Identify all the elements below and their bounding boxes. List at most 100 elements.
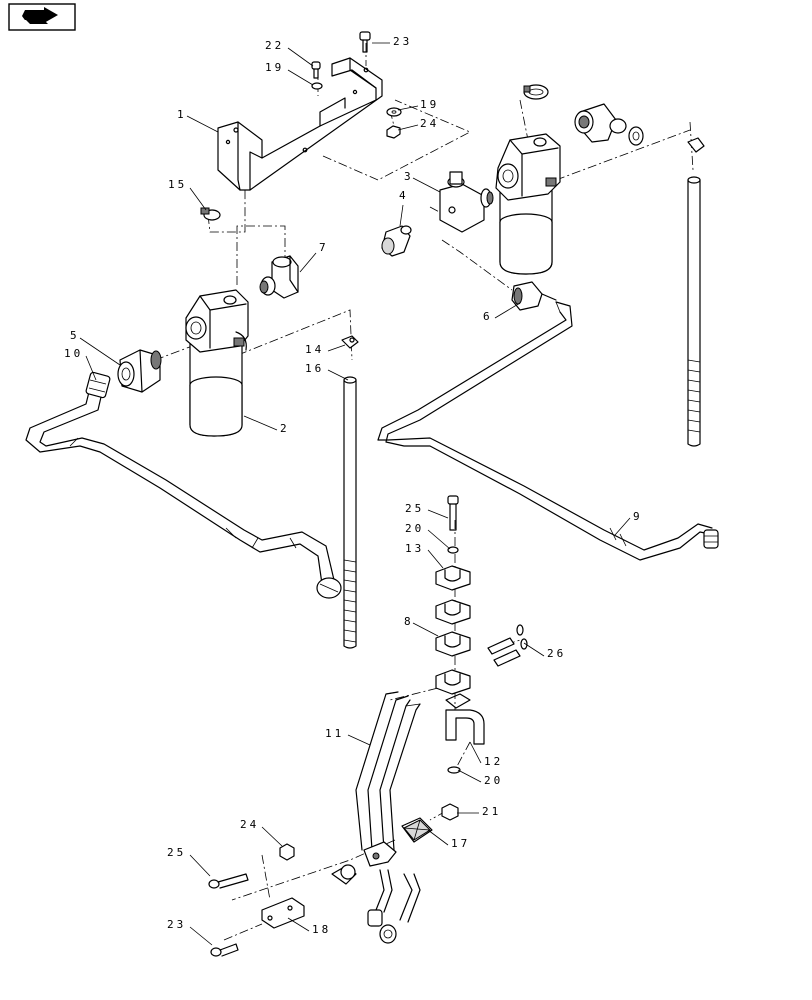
callout-leader-c-3 xyxy=(412,177,441,193)
callout-leader-c-12 xyxy=(469,741,482,764)
callout-label-c-19b: 19 xyxy=(420,98,439,111)
fitting-6 xyxy=(511,281,557,311)
callout-label-c-9: 9 xyxy=(633,510,643,523)
bolt-23-lower xyxy=(210,943,239,957)
callout-leader-c-15 xyxy=(189,187,207,211)
bolts-26 xyxy=(487,624,528,667)
callout-leader-c-24a xyxy=(397,124,419,131)
callout-leader-c-23b xyxy=(189,926,213,946)
clamp-top-right xyxy=(523,84,549,100)
callout-label-c-2: 2 xyxy=(280,422,290,435)
tube-11 xyxy=(355,691,421,851)
callout-leader-c-2 xyxy=(243,415,278,431)
callout-leader-c-19a xyxy=(287,69,314,86)
callout-leader-c-6 xyxy=(494,302,521,319)
clamp-15 xyxy=(200,207,221,221)
callout-label-c-20b: 20 xyxy=(484,774,503,787)
callout-leader-c-14 xyxy=(327,344,346,352)
callout-label-c-22a: 22 xyxy=(265,39,284,52)
tee-fitting-lower xyxy=(363,841,397,867)
fitting-3 xyxy=(439,171,494,233)
callout-label-c-17: 17 xyxy=(451,837,470,850)
callout-leader-c-13 xyxy=(427,549,444,569)
callout-leader-c-4 xyxy=(399,204,404,227)
callout-label-c-14: 14 xyxy=(305,343,324,356)
receiver-drier-left xyxy=(185,289,249,437)
callout-label-c-19a: 19 xyxy=(265,61,284,74)
forward-arrow-icon[interactable] xyxy=(8,3,76,31)
callout-label-c-25b: 25 xyxy=(167,846,186,859)
callout-leader-c-22a xyxy=(287,47,314,67)
callout-label-c-18: 18 xyxy=(312,923,331,936)
callout-label-c-23a: 23 xyxy=(393,35,412,48)
mounting-bracket xyxy=(217,57,383,191)
washer-19-right xyxy=(386,107,402,117)
callout-label-c-25a: 25 xyxy=(405,502,424,515)
callout-label-c-20a: 20 xyxy=(405,522,424,535)
callout-label-c-13: 13 xyxy=(405,542,424,555)
callout-leader-c-7 xyxy=(299,252,317,273)
washer-20-center xyxy=(447,546,459,554)
callout-label-c-3: 3 xyxy=(404,170,414,183)
callout-label-c-7: 7 xyxy=(319,241,329,254)
nut-24-lower xyxy=(279,843,295,861)
clip-14 xyxy=(341,335,359,349)
washer-19-left xyxy=(311,82,323,90)
bolt-25-lower xyxy=(208,873,249,889)
sleeve-lower xyxy=(331,864,357,885)
nut-24-top xyxy=(386,125,401,139)
callout-leader-c-16 xyxy=(327,369,349,381)
fitting-4-elbow xyxy=(381,225,412,257)
callout-label-c-24b: 24 xyxy=(240,818,259,831)
clamp-block-lower-8 xyxy=(435,631,471,657)
callout-label-c-8: 8 xyxy=(404,615,414,628)
callout-label-c-15: 15 xyxy=(168,178,187,191)
bracket-12 xyxy=(445,693,485,745)
callout-label-c-6: 6 xyxy=(483,310,493,323)
callout-leader-c-1 xyxy=(186,115,219,133)
block-17 xyxy=(401,817,433,843)
callout-leader-c-20b xyxy=(457,769,482,783)
callout-label-c-1: 1 xyxy=(177,108,187,121)
bolt-22 xyxy=(311,61,321,79)
callout-leader-c-9 xyxy=(614,517,631,536)
callout-leader-c-25b xyxy=(189,854,211,877)
receiver-drier-right xyxy=(495,133,561,275)
callout-leader-c-11 xyxy=(347,734,371,746)
clip-top-right xyxy=(687,137,705,153)
fitting-5 xyxy=(117,349,162,393)
nut-21 xyxy=(441,803,459,821)
bracket-18 xyxy=(261,897,305,929)
callout-label-c-24a: 24 xyxy=(420,117,439,130)
callout-label-c-4: 4 xyxy=(399,189,409,202)
bolt-25-center xyxy=(447,495,459,531)
callout-label-c-10: 10 xyxy=(64,347,83,360)
callout-leader-c-26 xyxy=(523,642,545,657)
callout-labels: 22 23 19 19 24 1 15 3 4 7 6 5 10 14 16 2 25 20 13 9 8 26 11 12 2… xyxy=(64,35,643,946)
callout-label-c-26: 26 xyxy=(547,647,566,660)
tube-right-vertical xyxy=(687,176,701,447)
callout-leader-c-24b xyxy=(261,826,283,847)
tube-9 xyxy=(377,301,719,561)
clamp-block-13 xyxy=(435,565,471,591)
callout-label-c-23b: 23 xyxy=(167,918,186,931)
elbow-fitting-top-right xyxy=(574,103,644,146)
hose-ends-lower xyxy=(367,869,421,944)
callout-leader-c-25a xyxy=(427,509,449,519)
callout-label-c-12: 12 xyxy=(484,755,503,768)
callout-leader-c-19b xyxy=(397,105,419,111)
callout-leader-c-5 xyxy=(79,337,121,366)
callout-leader-c-8 xyxy=(412,622,439,637)
callout-leader-c-20a xyxy=(427,529,451,550)
callout-label-c-16: 16 xyxy=(305,362,324,375)
clamp-block-base xyxy=(435,669,471,695)
callout-label-c-5: 5 xyxy=(70,329,80,342)
callout-label-c-21: 21 xyxy=(482,805,501,818)
callout-label-c-11: 11 xyxy=(325,727,344,740)
callout-leader-c-10 xyxy=(85,355,97,381)
callout-leader-c-18 xyxy=(287,917,310,932)
tube-16 xyxy=(343,376,357,649)
clamp-block-upper-8 xyxy=(435,599,471,625)
callout-leader-c-17 xyxy=(427,829,449,846)
